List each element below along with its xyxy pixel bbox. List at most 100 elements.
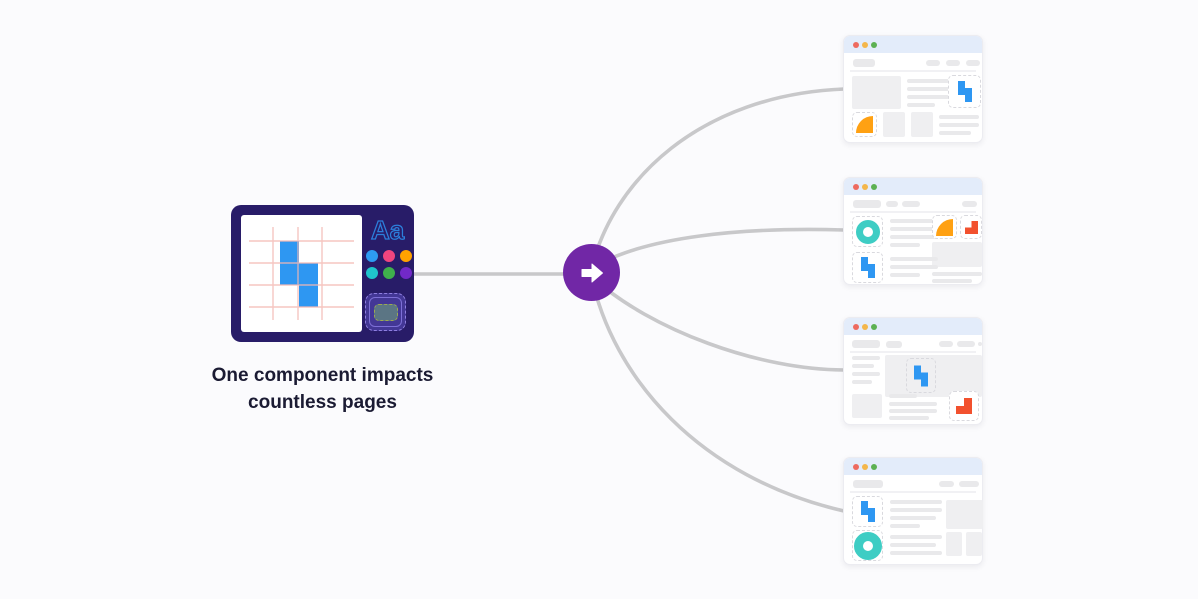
text-placeholder	[890, 219, 938, 223]
text-placeholder	[890, 551, 942, 555]
image-placeholder	[946, 500, 983, 529]
nav-placeholder	[939, 481, 954, 487]
window-dot-yellow-icon	[862, 463, 868, 470]
browser-window-4	[843, 457, 983, 565]
window-dot-yellow-icon	[862, 183, 868, 190]
text-placeholder	[939, 123, 979, 127]
caption-line-2: countless pages	[248, 392, 397, 413]
nav-placeholder	[886, 201, 898, 207]
text-placeholder	[890, 543, 936, 547]
text-placeholder	[890, 500, 942, 504]
divider	[850, 211, 976, 213]
nav-placeholder	[962, 201, 977, 207]
component-slot	[852, 530, 883, 561]
window-dot-red-icon	[853, 183, 859, 190]
donut-icon	[853, 531, 882, 560]
window-dot-yellow-icon	[862, 323, 868, 330]
component-slot	[960, 215, 982, 239]
window-dot-green-icon	[871, 41, 877, 48]
divider	[850, 351, 976, 353]
text-placeholder	[932, 279, 972, 283]
nav-placeholder	[966, 60, 980, 66]
image-placeholder	[911, 112, 933, 137]
nav-placeholder	[852, 340, 880, 348]
component-slot	[852, 252, 883, 283]
browser-window-3	[843, 317, 983, 425]
image-placeholder	[966, 532, 982, 556]
palette-dot-3	[400, 250, 412, 262]
swatch-frame	[369, 297, 402, 327]
connector-hub-to-page-4	[589, 272, 846, 513]
arrow-right-icon	[581, 263, 603, 282]
palette-dot-5	[383, 267, 395, 279]
quarter-circle-icon	[856, 116, 873, 133]
component-slot	[852, 112, 877, 137]
image-placeholder	[946, 532, 962, 556]
hub-node	[563, 244, 620, 301]
nav-placeholder	[946, 60, 960, 66]
donut-icon	[855, 219, 880, 244]
nav-placeholder	[957, 341, 975, 347]
s-block-icon	[914, 365, 928, 386]
component-slot	[906, 358, 936, 393]
browser-window-1	[843, 35, 983, 143]
divider	[850, 70, 976, 72]
text-placeholder	[890, 516, 936, 520]
text-placeholder	[890, 508, 942, 512]
caption-line-1: One component impacts	[211, 365, 434, 386]
text-placeholder	[852, 372, 880, 376]
window-titlebar	[844, 458, 982, 475]
s-block-icon	[860, 257, 875, 278]
component-slot	[949, 391, 979, 421]
text-placeholder	[907, 79, 949, 83]
text-placeholder	[890, 273, 920, 277]
palette-dot-1	[366, 250, 378, 262]
text-placeholder	[889, 416, 929, 420]
window-dot-green-icon	[871, 183, 877, 190]
palette-dot-2	[383, 250, 395, 262]
window-dot-red-icon	[853, 323, 859, 330]
palette-dot-4	[366, 267, 378, 279]
nav-placeholder	[853, 480, 883, 488]
component-slot	[852, 216, 883, 247]
text-placeholder	[907, 103, 935, 107]
diagram-caption: One component impacts countless pages	[160, 362, 485, 416]
s-block-component	[280, 241, 318, 307]
swatch-fill	[373, 303, 398, 321]
text-placeholder	[852, 380, 872, 384]
s-block-icon	[957, 81, 972, 102]
text-placeholder	[889, 394, 917, 398]
text-placeholder	[890, 265, 938, 269]
window-dot-yellow-icon	[862, 41, 868, 48]
window-dot-green-icon	[871, 463, 877, 470]
window-dot-green-icon	[871, 323, 877, 330]
divider	[850, 491, 976, 493]
component-grid-canvas	[249, 227, 354, 320]
palette-dot-6	[400, 267, 412, 279]
text-placeholder	[890, 235, 938, 239]
text-placeholder	[907, 95, 949, 99]
grid-lines	[249, 227, 354, 320]
text-placeholder	[890, 257, 938, 261]
text-placeholder	[890, 243, 920, 247]
text-placeholder	[852, 364, 874, 368]
browser-window-2	[843, 177, 983, 285]
nav-placeholder	[926, 60, 940, 66]
l-block-icon	[956, 398, 972, 414]
nav-placeholder	[853, 200, 881, 208]
component-slot	[932, 215, 957, 239]
text-placeholder	[939, 115, 979, 119]
typography-specimen-text: Aa	[371, 215, 405, 245]
nav-placeholder	[959, 481, 979, 487]
text-placeholder	[890, 535, 942, 539]
window-dot-red-icon	[853, 41, 859, 48]
nav-placeholder	[939, 341, 953, 347]
quarter-circle-icon	[936, 218, 953, 236]
window-titlebar	[844, 36, 982, 53]
typography-specimen: Aa	[370, 214, 405, 245]
component-slot	[948, 75, 981, 108]
image-placeholder	[883, 112, 905, 137]
component-canvas	[241, 215, 362, 332]
selected-swatch	[365, 293, 406, 331]
